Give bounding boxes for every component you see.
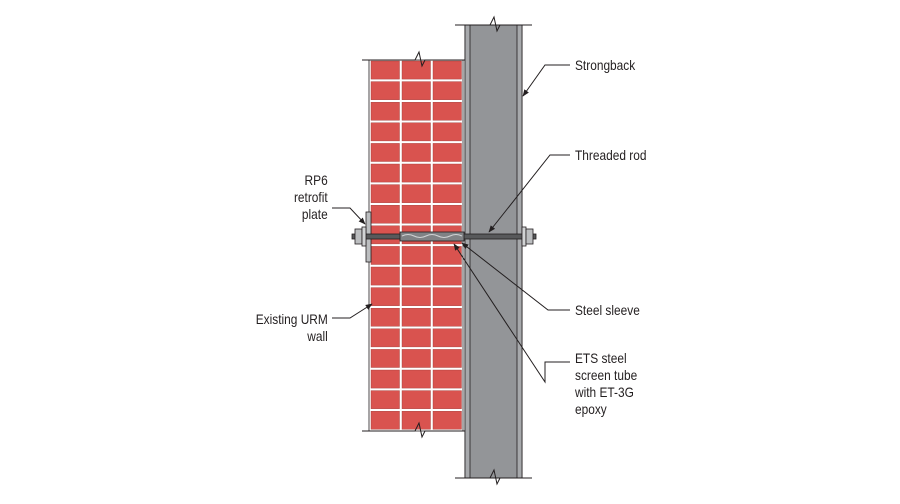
brick: [432, 60, 462, 80]
brick: [370, 349, 400, 368]
label-urm-line: wall: [307, 328, 328, 344]
brick: [432, 143, 462, 162]
brick: [432, 287, 462, 306]
brick: [432, 184, 462, 203]
brick: [401, 328, 431, 348]
wall-outline: [368, 59, 464, 432]
brick: [401, 369, 431, 389]
wall-break-line-top: [362, 50, 468, 68]
leader-urm-wall: [332, 303, 373, 319]
leader-strongback: [522, 64, 570, 97]
brick: [370, 369, 400, 389]
wall-break-line-bottom: [362, 421, 468, 439]
epoxy-screen-tube: [401, 234, 463, 238]
nut-left: [354, 228, 363, 245]
brick: [370, 308, 400, 327]
label-ets-screen-tube: ETS steel screen tube with ET-3G epoxy: [575, 350, 637, 418]
label-threaded-rod: Threaded rod: [575, 147, 647, 163]
brick: [432, 81, 462, 100]
brick: [401, 163, 431, 183]
label-rp6-retrofit-plate: RP6 retrofit plate: [294, 172, 328, 223]
urm-brick-wall: [368, 59, 464, 432]
leader-ets-tube: [453, 243, 570, 384]
brick: [370, 246, 400, 265]
label-rp6-line: RP6: [304, 172, 328, 188]
brick: [370, 101, 400, 121]
brick: [432, 101, 462, 121]
steel-sleeve: [399, 231, 465, 242]
washer-right: [521, 226, 527, 247]
brick: [401, 184, 431, 203]
brick: [401, 143, 431, 162]
nut-right: [525, 228, 534, 245]
brick: [432, 308, 462, 327]
brick: [370, 143, 400, 162]
brick: [370, 328, 400, 348]
brick: [370, 411, 400, 430]
label-steel-sleeve: Steel sleeve: [575, 302, 640, 318]
brick: [370, 60, 400, 80]
brick: [401, 308, 431, 327]
strongback-break-line-top: [455, 15, 532, 33]
label-ets-line: with ET-3G: [575, 384, 634, 400]
brick: [370, 390, 400, 409]
brick: [401, 266, 431, 286]
brick: [432, 328, 462, 348]
leader-threaded-rod: [488, 154, 570, 233]
label-ets-line: ETS steel: [575, 350, 627, 366]
brick: [432, 411, 462, 430]
leader-rp6-plate: [332, 207, 366, 225]
brick: [401, 204, 431, 224]
brick: [432, 266, 462, 286]
brick: [401, 81, 431, 100]
strongback-break-line-bottom: [455, 468, 532, 486]
label-strongback: Strongback: [575, 57, 636, 73]
brick: [370, 163, 400, 183]
label-ets-line: screen tube: [575, 367, 638, 383]
brick: [432, 390, 462, 409]
brick: [401, 411, 431, 430]
leader-lines: [332, 64, 570, 384]
brick: [432, 349, 462, 368]
brick: [370, 81, 400, 100]
strongback-steel-column: [464, 24, 523, 479]
label-urm-line: Existing URM: [255, 311, 328, 327]
washer-left: [361, 226, 367, 247]
brick: [401, 101, 431, 121]
brick: [432, 369, 462, 389]
label-ets-line: epoxy: [575, 401, 607, 417]
brick: [401, 246, 431, 265]
brick: [370, 287, 400, 306]
brick: [370, 122, 400, 142]
brick: [370, 266, 400, 286]
brick: [432, 204, 462, 224]
brick: [432, 163, 462, 183]
brick: [432, 122, 462, 142]
brick: [370, 204, 400, 224]
brick: [370, 184, 400, 203]
brick: [401, 287, 431, 306]
label-rp6-line: plate: [302, 206, 328, 222]
brick: [401, 60, 431, 80]
brick: [401, 349, 431, 368]
label-rp6-line: retrofit: [294, 189, 328, 205]
brick: [401, 122, 431, 142]
brick: [401, 390, 431, 409]
label-existing-urm-wall: Existing URM wall: [256, 311, 328, 345]
leader-steel-sleeve: [461, 242, 570, 311]
